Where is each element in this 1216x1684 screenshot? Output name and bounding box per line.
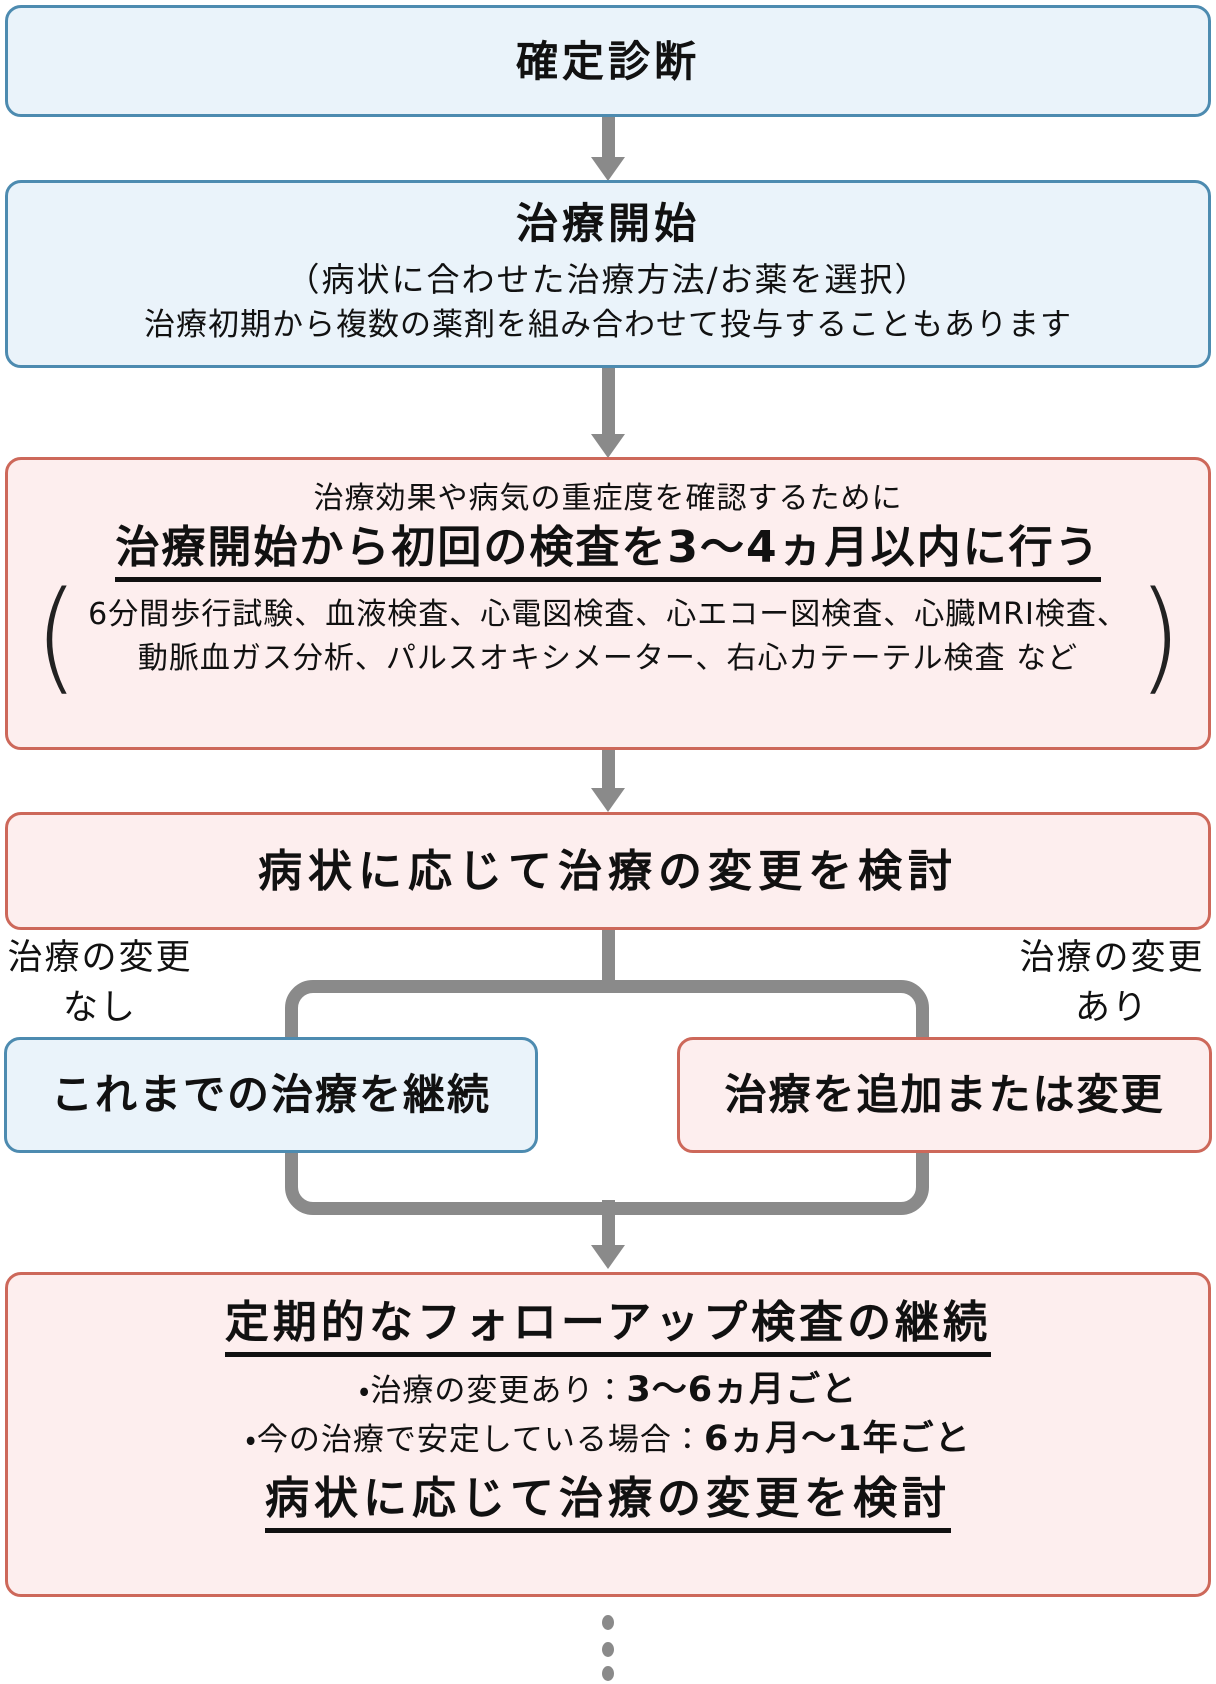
arrow-exam-to-review-shaft xyxy=(602,750,615,790)
arrow-start-to-exam-head xyxy=(591,434,625,458)
node-diagnosis-title: 確定診断 xyxy=(515,37,700,86)
node-add-or-change: 治療を追加または変更 xyxy=(677,1037,1212,1153)
ellipsis-dot xyxy=(602,1642,614,1657)
follow-up-item2-value: 6ヵ月〜1年ごと xyxy=(703,1419,971,1459)
close-paren: ) xyxy=(1137,566,1182,708)
node-initial-exam: 治療効果や病気の重症度を確認するために 治療開始から初回の検査を3〜4ヵ月以内に… xyxy=(5,457,1211,750)
follow-up-item2-label: ・今の治療で安定している場合： xyxy=(245,1422,704,1458)
follow-up-item1-value: 3〜6ヵ月ごと xyxy=(626,1370,858,1410)
open-paren: ( xyxy=(34,566,79,708)
initial-exam-headline: 治療開始から初回の検査を3〜4ヵ月以内に行う xyxy=(115,526,1101,582)
arrow-start-to-exam-shaft xyxy=(602,368,615,436)
initial-exam-lead: 治療効果や病気の重症度を確認するために xyxy=(313,481,903,516)
treatment-start-note: 治療初期から複数の薬剤を組み合わせて投与することもあります xyxy=(144,307,1072,343)
arrow-branch-to-followup-head xyxy=(591,1245,625,1269)
treatment-start-title: 治療開始 xyxy=(515,199,700,248)
follow-up-item1-label: ・治療の変更あり： xyxy=(358,1373,627,1409)
label-no-change: 治療の変更 なし xyxy=(0,933,200,1033)
label-no-change-line1: 治療の変更 xyxy=(7,938,193,978)
ellipsis-dot xyxy=(602,1666,614,1681)
node-review-change: 病状に応じて治療の変更を検討 xyxy=(5,812,1211,930)
node-follow-up: 定期的なフォローアップ検査の継続 ・治療の変更あり：3〜6ヵ月ごと ・今の治療で… xyxy=(5,1272,1211,1597)
treatment-start-subtitle: （病状に合わせた治療方法/お薬を選択） xyxy=(286,260,930,299)
label-with-change: 治療の変更 あり xyxy=(1012,933,1212,1033)
test-list-line1: 6分間歩行試験、血液検査、心電図検査、心エコー図検査、心臓MRI検査、 xyxy=(88,597,1128,632)
follow-up-title: 定期的なフォローアップ検査の継続 xyxy=(224,1301,992,1357)
add-or-change-title: 治療を追加または変更 xyxy=(724,1070,1165,1119)
arrow-exam-to-review-head xyxy=(591,788,625,812)
continue-treatment-title: これまでの治療を継続 xyxy=(50,1070,491,1119)
node-treatment-start: 治療開始 （病状に合わせた治療方法/お薬を選択） 治療初期から複数の薬剤を組み合… xyxy=(5,180,1211,368)
label-with-change-line2: あり xyxy=(1074,988,1149,1028)
follow-up-footer: 病状に応じて治療の変更を検討 xyxy=(265,1477,951,1533)
arrow-diagnosis-to-start-shaft xyxy=(602,117,615,159)
connector-review-to-branch xyxy=(602,930,615,985)
follow-up-item2: ・今の治療で安定している場合：6ヵ月〜1年ごと xyxy=(8,1422,1208,1457)
review-change-title: 病状に応じて治療の変更を検討 xyxy=(258,846,958,897)
node-continue-treatment: これまでの治療を継続 xyxy=(4,1037,538,1153)
ellipsis-dot xyxy=(602,1615,614,1630)
initial-exam-test-list: ( 6分間歩行試験、血液検査、心電図検査、心エコー図検査、心臓MRI検査、 動脈… xyxy=(8,577,1208,698)
arrow-diagnosis-to-start-head xyxy=(591,157,625,181)
label-with-change-line1: 治療の変更 xyxy=(1019,938,1205,978)
test-list-line2: 動脈血ガス分析、パルスオキシメーター、右心カテーテル検査 など xyxy=(137,641,1079,676)
label-no-change-line2: なし xyxy=(62,988,137,1028)
node-diagnosis: 確定診断 xyxy=(5,5,1211,117)
follow-up-item1: ・治療の変更あり：3〜6ヵ月ごと xyxy=(8,1373,1208,1408)
